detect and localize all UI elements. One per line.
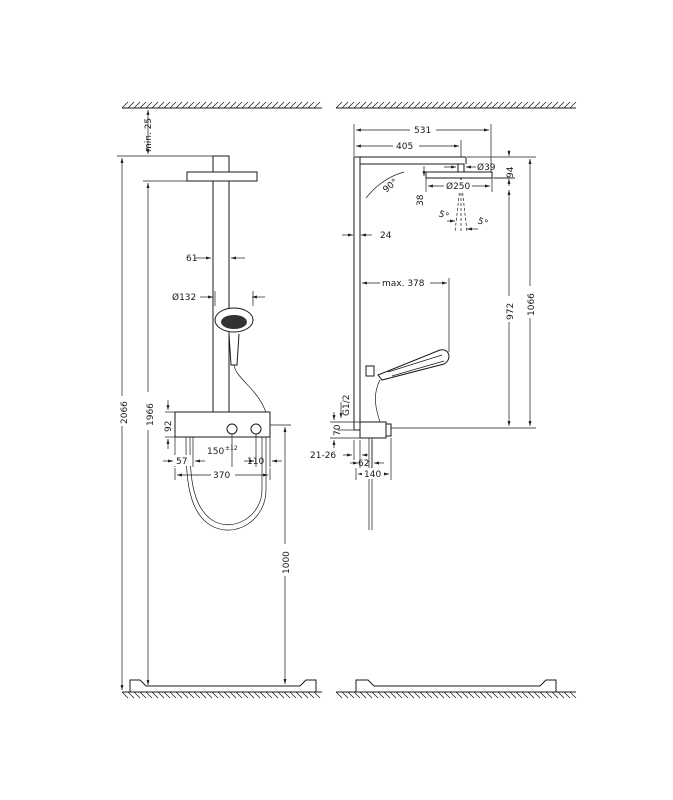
dim-378: max. 378: [362, 277, 450, 352]
ceiling-right: [335, 101, 577, 109]
dim-38-label: 38: [416, 194, 426, 206]
dim-39-label: Ø39: [477, 162, 496, 173]
dim-21-26-label: 21-26: [310, 451, 336, 461]
dim-5b-label: 5°: [476, 216, 489, 229]
front-view: min. 25 2066 1966 61 Ø132: [116, 101, 322, 699]
dim-38: 38: [416, 163, 458, 206]
dim-1966-label: 1966: [146, 403, 156, 426]
dim-1000-label: 1000: [282, 551, 292, 574]
dim-row-57-150-110: 57 150 ±12 110: [163, 434, 282, 467]
control-knob-right: [250, 423, 262, 435]
dim-g12-label: G1/2: [342, 395, 352, 416]
hand-shower-side: [365, 349, 450, 423]
dim-min25: min. 25: [144, 110, 154, 154]
dim-62: 62: [350, 440, 384, 469]
dim-1066: 1066: [515, 156, 537, 426]
dim-92-label: 92: [164, 421, 174, 432]
dim-531-label: 531: [414, 126, 431, 136]
dim-21-26: 21-26: [310, 440, 368, 461]
hand-shower: [214, 307, 269, 421]
overhead-head-side: [425, 171, 493, 179]
dim-405: 405: [356, 140, 462, 157]
dim-2066: 2066: [116, 155, 213, 690]
dim-62-label: 62: [358, 459, 369, 469]
ceiling-mount: [212, 155, 230, 173]
head-connector: [457, 163, 465, 173]
dim-70: 70: [330, 412, 360, 448]
dim-150-label: 150: [207, 447, 224, 457]
dim-1066-label: 1066: [527, 293, 537, 316]
dim-140-label: 140: [364, 470, 381, 480]
wall-rail: [353, 156, 361, 431]
dim-150-tolerance: ±12: [225, 445, 238, 452]
dim-531: 531: [353, 124, 492, 172]
floor-right: [335, 679, 577, 699]
dim-90deg-label: 90°: [382, 177, 401, 195]
dim-61: 61: [186, 254, 245, 264]
dim-57-label: 57: [176, 457, 187, 467]
dim-370: 370: [174, 468, 271, 481]
hose-loop: [185, 436, 267, 531]
dim-132-label: Ø132: [172, 292, 196, 303]
thermostat-side: [359, 421, 387, 439]
dim-5deg: 5° 5°: [437, 209, 489, 231]
dim-1966: 1966: [142, 180, 187, 685]
dim-90deg: 90°: [365, 171, 405, 199]
dim-972: 972: [391, 177, 536, 429]
dim-972-label: 972: [506, 303, 516, 320]
dim-250: Ø250: [425, 178, 493, 192]
dim-39: Ø39: [444, 162, 496, 173]
side-view: 531 405 Ø39 94 Ø250: [310, 101, 577, 699]
dim-24: 24: [342, 231, 392, 241]
control-knob-left: [226, 423, 238, 435]
dim-140: 140: [355, 438, 392, 480]
dim-70-label: 70: [333, 424, 343, 436]
ceiling-left: [121, 101, 322, 109]
dim-min25-label: min. 25: [144, 118, 154, 152]
dim-110-label: 110: [247, 457, 264, 467]
dim-132: Ø132: [172, 291, 265, 306]
dim-1000: 1000: [270, 424, 292, 684]
dim-370-label: 370: [213, 471, 230, 481]
dim-2066-label: 2066: [120, 401, 130, 424]
floor-left: [121, 679, 322, 699]
overhead-shower-head: [186, 171, 258, 182]
dim-61-label: 61: [186, 254, 197, 264]
dim-5a-label: 5°: [437, 209, 450, 222]
dim-92: 92: [164, 400, 175, 449]
dim-94-label: 94: [506, 166, 516, 178]
hand-shower-holder: [365, 365, 375, 377]
dim-378-label: max. 378: [382, 279, 425, 289]
dim-g12: G1/2: [338, 395, 354, 431]
dim-24-label: 24: [380, 231, 392, 241]
dim-405-label: 405: [396, 142, 413, 152]
dim-250-label: Ø250: [446, 181, 471, 192]
